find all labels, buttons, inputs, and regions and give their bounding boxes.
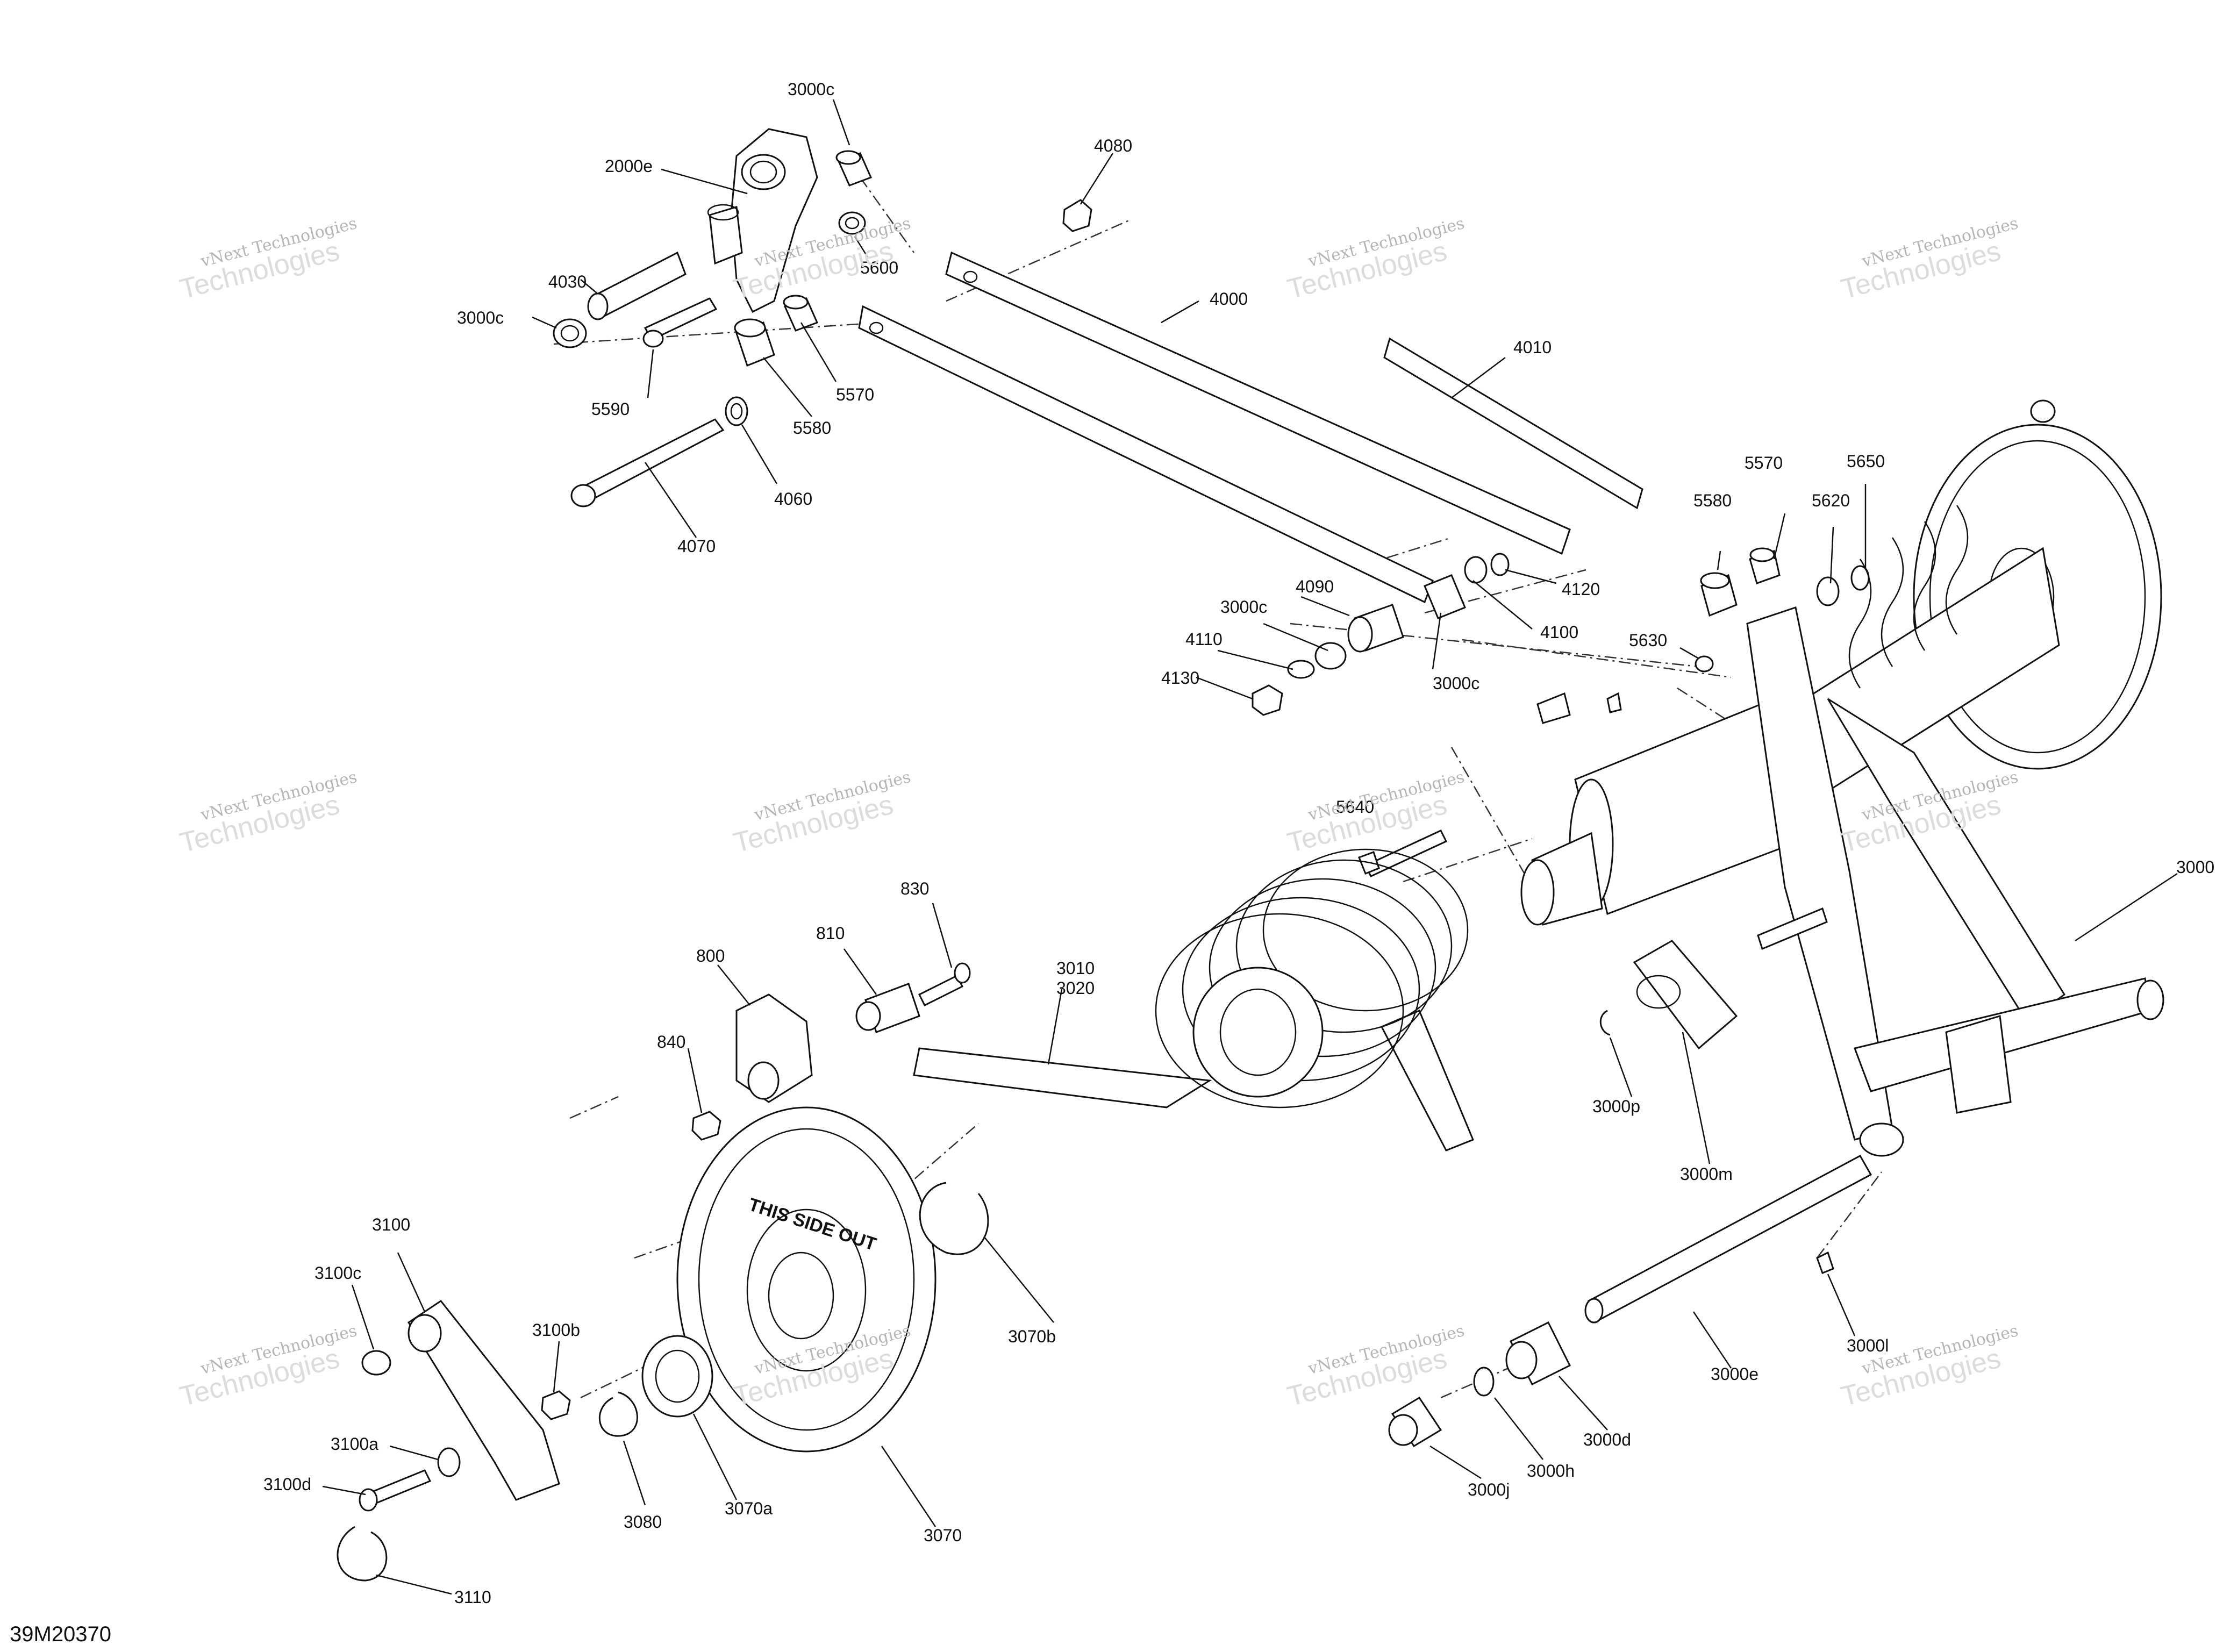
label-5580-right: 5580 xyxy=(1693,491,1732,510)
label-3000p: 3000p xyxy=(1592,1097,1640,1116)
label-5570-top: 5570 xyxy=(836,385,875,404)
label-840: 840 xyxy=(657,1032,686,1052)
label-3070a: 3070a xyxy=(725,1499,773,1518)
label-3000d: 3000d xyxy=(1583,1430,1631,1449)
label-5620: 5620 xyxy=(1812,491,1850,510)
label-4120: 4120 xyxy=(1562,580,1600,599)
label-3000j: 3000j xyxy=(1468,1480,1510,1499)
label-3070b: 3070b xyxy=(1008,1327,1056,1346)
label-4070: 4070 xyxy=(677,537,716,556)
label-2000e: 2000e xyxy=(605,156,653,176)
label-4000: 4000 xyxy=(1210,289,1248,309)
clip-3000p xyxy=(1599,1010,1611,1036)
label-810: 810 xyxy=(816,924,845,943)
idler-wheel-3070: THIS SIDE OUT xyxy=(676,1106,937,1453)
label-3010: 3010 xyxy=(1056,959,1095,978)
circlip-3080 xyxy=(598,1391,638,1437)
label-3000c-low: 3000c xyxy=(1433,674,1480,693)
plate-3000m xyxy=(1633,940,1738,1050)
label-5600: 5600 xyxy=(860,258,899,277)
label-3100a: 3100a xyxy=(331,1434,378,1454)
right-hardware xyxy=(1252,547,1870,877)
shaft-3000e xyxy=(1388,1154,1872,1448)
label-3000l: 3000l xyxy=(1847,1336,1889,1355)
rear-arm-assembly-3000 xyxy=(1520,399,2164,1157)
label-4060: 4060 xyxy=(774,489,813,509)
retaining-ring-3070b xyxy=(919,1182,989,1255)
label-3000c-top: 3000c xyxy=(788,80,835,99)
label-5570-right: 5570 xyxy=(1745,453,1783,473)
label-4030: 4030 xyxy=(548,272,587,291)
label-5640: 5640 xyxy=(1336,797,1375,817)
label-3080: 3080 xyxy=(624,1512,662,1532)
label-3000m: 3000m xyxy=(1680,1164,1733,1184)
label-830: 830 xyxy=(900,879,930,898)
circlip-3110 xyxy=(337,1526,388,1582)
label-3100d: 3100d xyxy=(263,1475,311,1494)
label-5650: 5650 xyxy=(1847,452,1885,471)
label-3100c: 3100c xyxy=(314,1263,362,1283)
label-3100: 3100 xyxy=(372,1215,411,1234)
label-4130: 4130 xyxy=(1161,668,1200,688)
label-4100: 4100 xyxy=(1540,623,1579,642)
idler-arm-3100 xyxy=(359,1299,571,1512)
label-4010: 4010 xyxy=(1513,338,1552,357)
leader-lines xyxy=(322,99,2178,1595)
label-3000h: 3000h xyxy=(1527,1461,1575,1481)
label-800: 800 xyxy=(696,946,725,966)
diagram-code: 39M20370 xyxy=(10,1622,112,1646)
label-3000e: 3000e xyxy=(1711,1364,1758,1384)
label-3000c-mid: 3000c xyxy=(1220,597,1268,617)
bracket-2000e xyxy=(707,128,818,313)
spring-block-800 xyxy=(691,962,971,1141)
label-4110: 4110 xyxy=(1185,630,1223,649)
label-5580-top: 5580 xyxy=(793,418,832,438)
label-3000-right: 3000 xyxy=(2176,857,2215,877)
torsion-spring-3010 xyxy=(913,848,1474,1152)
label-5630: 5630 xyxy=(1629,631,1668,650)
bearing-3070a xyxy=(641,1335,713,1418)
label-4080: 4080 xyxy=(1094,136,1133,155)
label-3070: 3070 xyxy=(924,1526,962,1545)
upper-hardware xyxy=(553,150,1092,507)
label-4090: 4090 xyxy=(1296,577,1334,596)
wear-strip-4010 xyxy=(1383,337,1643,510)
label-3000c-left: 3000c xyxy=(457,308,504,327)
label-3020: 3020 xyxy=(1056,978,1095,998)
link-bars-4000 xyxy=(858,251,1571,604)
label-5590: 5590 xyxy=(591,399,630,419)
label-3110: 3110 xyxy=(454,1587,491,1607)
label-3100b: 3100b xyxy=(532,1320,580,1340)
